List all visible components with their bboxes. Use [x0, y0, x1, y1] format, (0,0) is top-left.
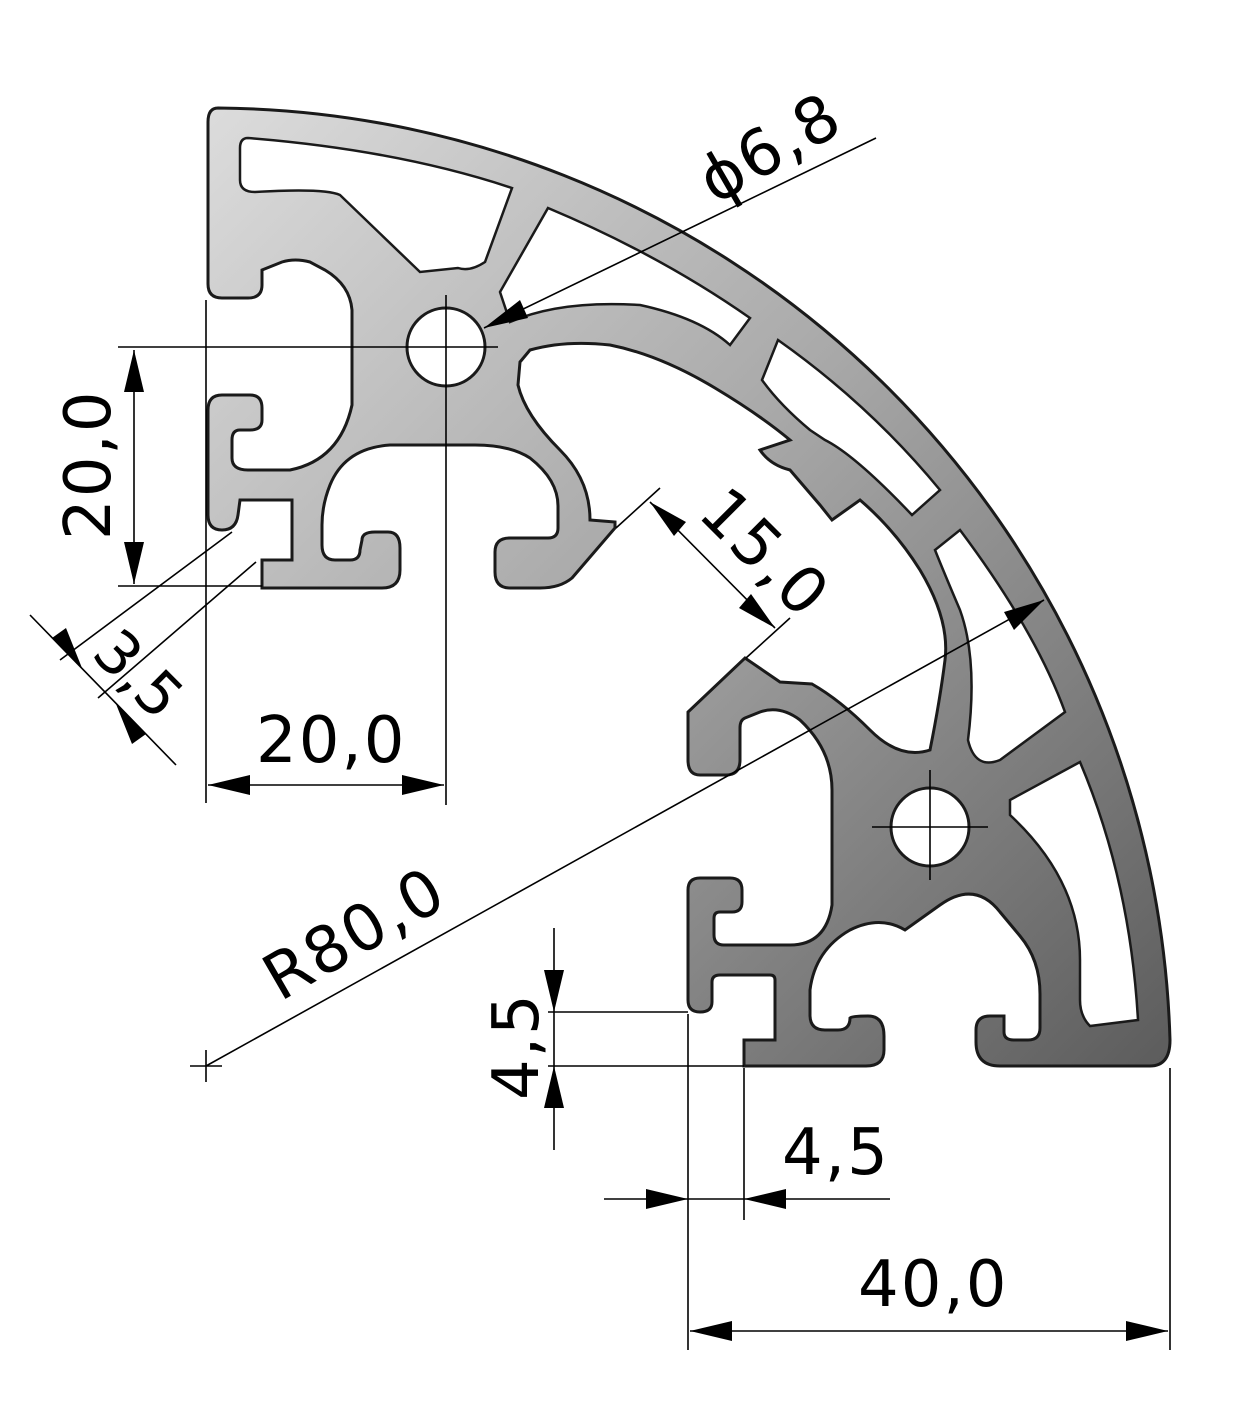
dim-tslot-pitch-horizontal: 20,0 — [205, 300, 444, 803]
dim-slot-opening-horizontal: 4,5 — [604, 1014, 890, 1350]
dim-profile-width-label: 40,0 — [858, 1248, 1009, 1322]
dim-profile-width: 40,0 — [690, 1068, 1171, 1350]
dim-slot-offset-label: 3,5 — [79, 616, 196, 733]
dim-tslot-pitch-horizontal-label: 20,0 — [256, 704, 407, 778]
chamber-5 — [1008, 760, 1140, 1028]
center-lines — [118, 295, 988, 880]
dim-slot-opening-vertical-label: 4,5 — [480, 992, 554, 1100]
chamber-3 — [760, 338, 942, 517]
chamber-4 — [933, 528, 1067, 764]
dim-bore-diameter-label: ϕ6,8 — [686, 79, 855, 219]
dim-tslot-pitch-vertical-label: 20,0 — [52, 390, 126, 541]
dim-slot-opening-vertical: 4,5 — [480, 928, 744, 1150]
dim-slot-offset: 3,5 — [29, 531, 257, 766]
dim-tslot-pitch-vertical: 20,0 — [52, 350, 262, 587]
chamber-top — [238, 136, 514, 274]
dim-slot-depth: 15,0 — [615, 474, 843, 659]
dim-slot-opening-horizontal-label: 4,5 — [782, 1116, 890, 1190]
dim-outer-radius-label: R80,0 — [251, 853, 459, 1016]
